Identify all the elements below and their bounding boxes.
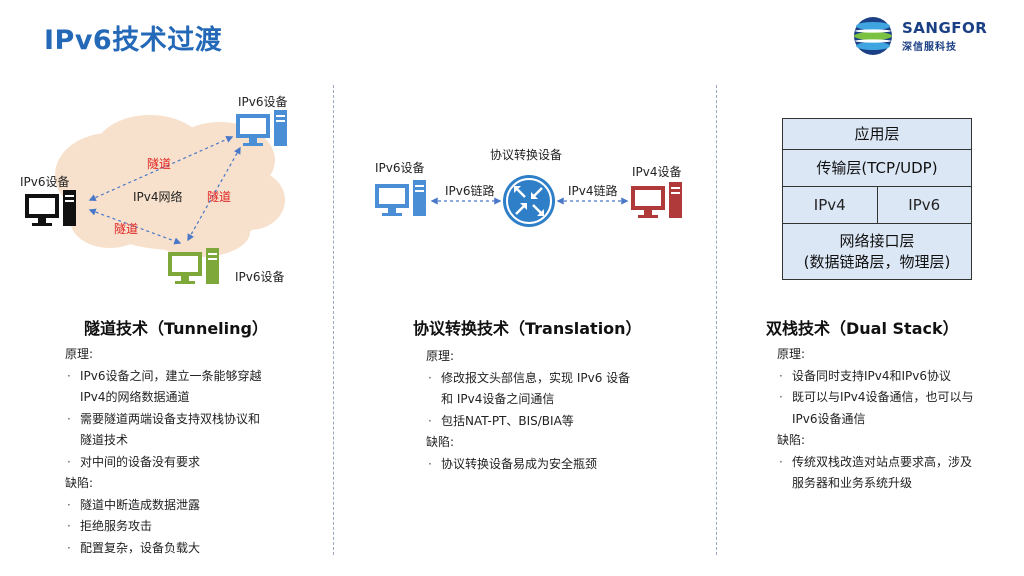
ipv6-link-label: IPv6链路 (445, 184, 495, 198)
tunnel-device-bottom-label: IPv6设备 (235, 270, 285, 284)
stack-link-layer-title: 网络接口层 (839, 232, 915, 250)
tunnel-label-2: 隧道 (207, 190, 232, 204)
tunnel-diagram (25, 110, 287, 284)
translation-ipv4-device-label: IPv4设备 (632, 165, 682, 179)
tunnel-label-1: 隧道 (147, 157, 172, 171)
translation-center-device-label: 协议转换设备 (490, 148, 563, 162)
tunnel-device-top-label: IPv6设备 (238, 95, 288, 109)
tunnel-arrow-2 (88, 208, 182, 245)
tunnel-principle-item-cont: IPv4的网络数据通道 (80, 390, 190, 404)
computer-icon-left (25, 190, 76, 226)
translation-diagram (375, 175, 682, 227)
dualstack-principle-heading: 原理: (777, 347, 806, 361)
page-title: IPv6技术过渡 (44, 25, 223, 56)
ipv4-link-label: IPv4链路 (568, 184, 618, 198)
tunnel-cons-item: 配置复杂，设备负载大 (65, 538, 330, 560)
tunnel-principle-item-cont: 隧道技术 (80, 433, 129, 447)
translation-cons-item: 协议转换设备易成为安全瓶颈 (426, 454, 706, 476)
dualstack-cons-item: 传统双栈改造对站点要求高，涉及 (777, 452, 1007, 474)
tunnel-principle-item: 对中间的设备没有要求 (65, 452, 330, 474)
stack-link-layer: 网络接口层 (数据链路层，物理层) (783, 224, 971, 279)
stack-application-layer: 应用层 (783, 119, 971, 150)
stack-transport-layer: 传输层(TCP/UDP) (783, 150, 971, 187)
tunnel-arrow-1 (88, 136, 234, 201)
stack-ipv4-cell: IPv4 (783, 187, 878, 223)
stack-network-layer: IPv4 IPv6 (783, 187, 971, 224)
translation-cons-heading: 缺陷: (426, 435, 455, 449)
computer-icon-bottom (168, 248, 219, 284)
protocol-stack: 应用层 传输层(TCP/UDP) IPv4 IPv6 网络接口层 (数据链路层，… (782, 118, 972, 280)
translation-description: 原理: 修改报文头部信息，实现 IPv6 设备 和 IPv4设备之间通信 包括N… (426, 346, 706, 475)
translation-principle-item: 修改报文头部信息，实现 IPv6 设备 (426, 368, 706, 390)
logo-wordmark: SANGFOR (902, 19, 988, 37)
dualstack-principle-item: 设备同时支持IPv4和IPv6协议 (777, 366, 1007, 388)
tunnel-cons-item: 隧道中断造成数据泄露 (65, 495, 330, 517)
tunnel-principle-item: IPv6设备之间，建立一条能够穿越 (65, 366, 330, 388)
tunnel-section-title: 隧道技术（Tunneling） (84, 319, 268, 338)
translation-principle-item-cont: 和 IPv4设备之间通信 (441, 392, 555, 406)
translation-principle-heading: 原理: (426, 349, 455, 363)
logo-globe-icon (854, 17, 892, 55)
translation-ipv6-device-label: IPv6设备 (375, 161, 425, 175)
dualstack-principle-item: 既可以与IPv4设备通信，也可以与 (777, 387, 1007, 409)
dualstack-description: 原理: 设备同时支持IPv4和IPv6协议 既可以与IPv4设备通信，也可以与 … (777, 344, 1007, 495)
stack-link-layer-detail: (数据链路层，物理层) (803, 253, 951, 271)
tunnel-principle-item: 需要隧道两端设备支持双栈协议和 (65, 409, 330, 431)
translation-principle-item: 包括NAT-PT、BIS/BIA等 (426, 411, 706, 433)
ipv4-network-label: IPv4网络 (133, 190, 183, 204)
stack-ipv6-cell: IPv6 (908, 196, 941, 214)
section-divider-2 (716, 85, 717, 555)
tunnel-description: 原理: IPv6设备之间，建立一条能够穿越 IPv4的网络数据通道 需要隧道两端… (65, 344, 330, 559)
tunnel-principle-heading: 原理: (65, 347, 94, 361)
dualstack-principle-item-cont: IPv6设备通信 (792, 411, 866, 426)
tunnel-cons-heading: 缺陷: (65, 476, 94, 490)
dualstack-cons-heading: 缺陷: (777, 433, 806, 447)
dualstack-section-title: 双栈技术（Dual Stack） (766, 319, 959, 338)
translation-section-title: 协议转换技术（Translation） (413, 319, 642, 338)
tunnel-device-left-label: IPv6设备 (20, 175, 70, 189)
company-logo: SANGFOR 深信服科技 (850, 14, 990, 58)
computer-icon-ipv6 (375, 180, 426, 216)
computer-icon-top (236, 110, 287, 146)
tunnel-cons-item: 拒绝服务攻击 (65, 516, 330, 538)
tunnel-label-3: 隧道 (114, 222, 139, 236)
section-divider-1 (333, 85, 334, 555)
router-icon (503, 175, 555, 227)
dualstack-cons-item-cont: 服务器和业务系统升级 (792, 476, 913, 490)
logo-subtitle: 深信服科技 (902, 42, 957, 53)
computer-icon-ipv4 (631, 182, 682, 218)
